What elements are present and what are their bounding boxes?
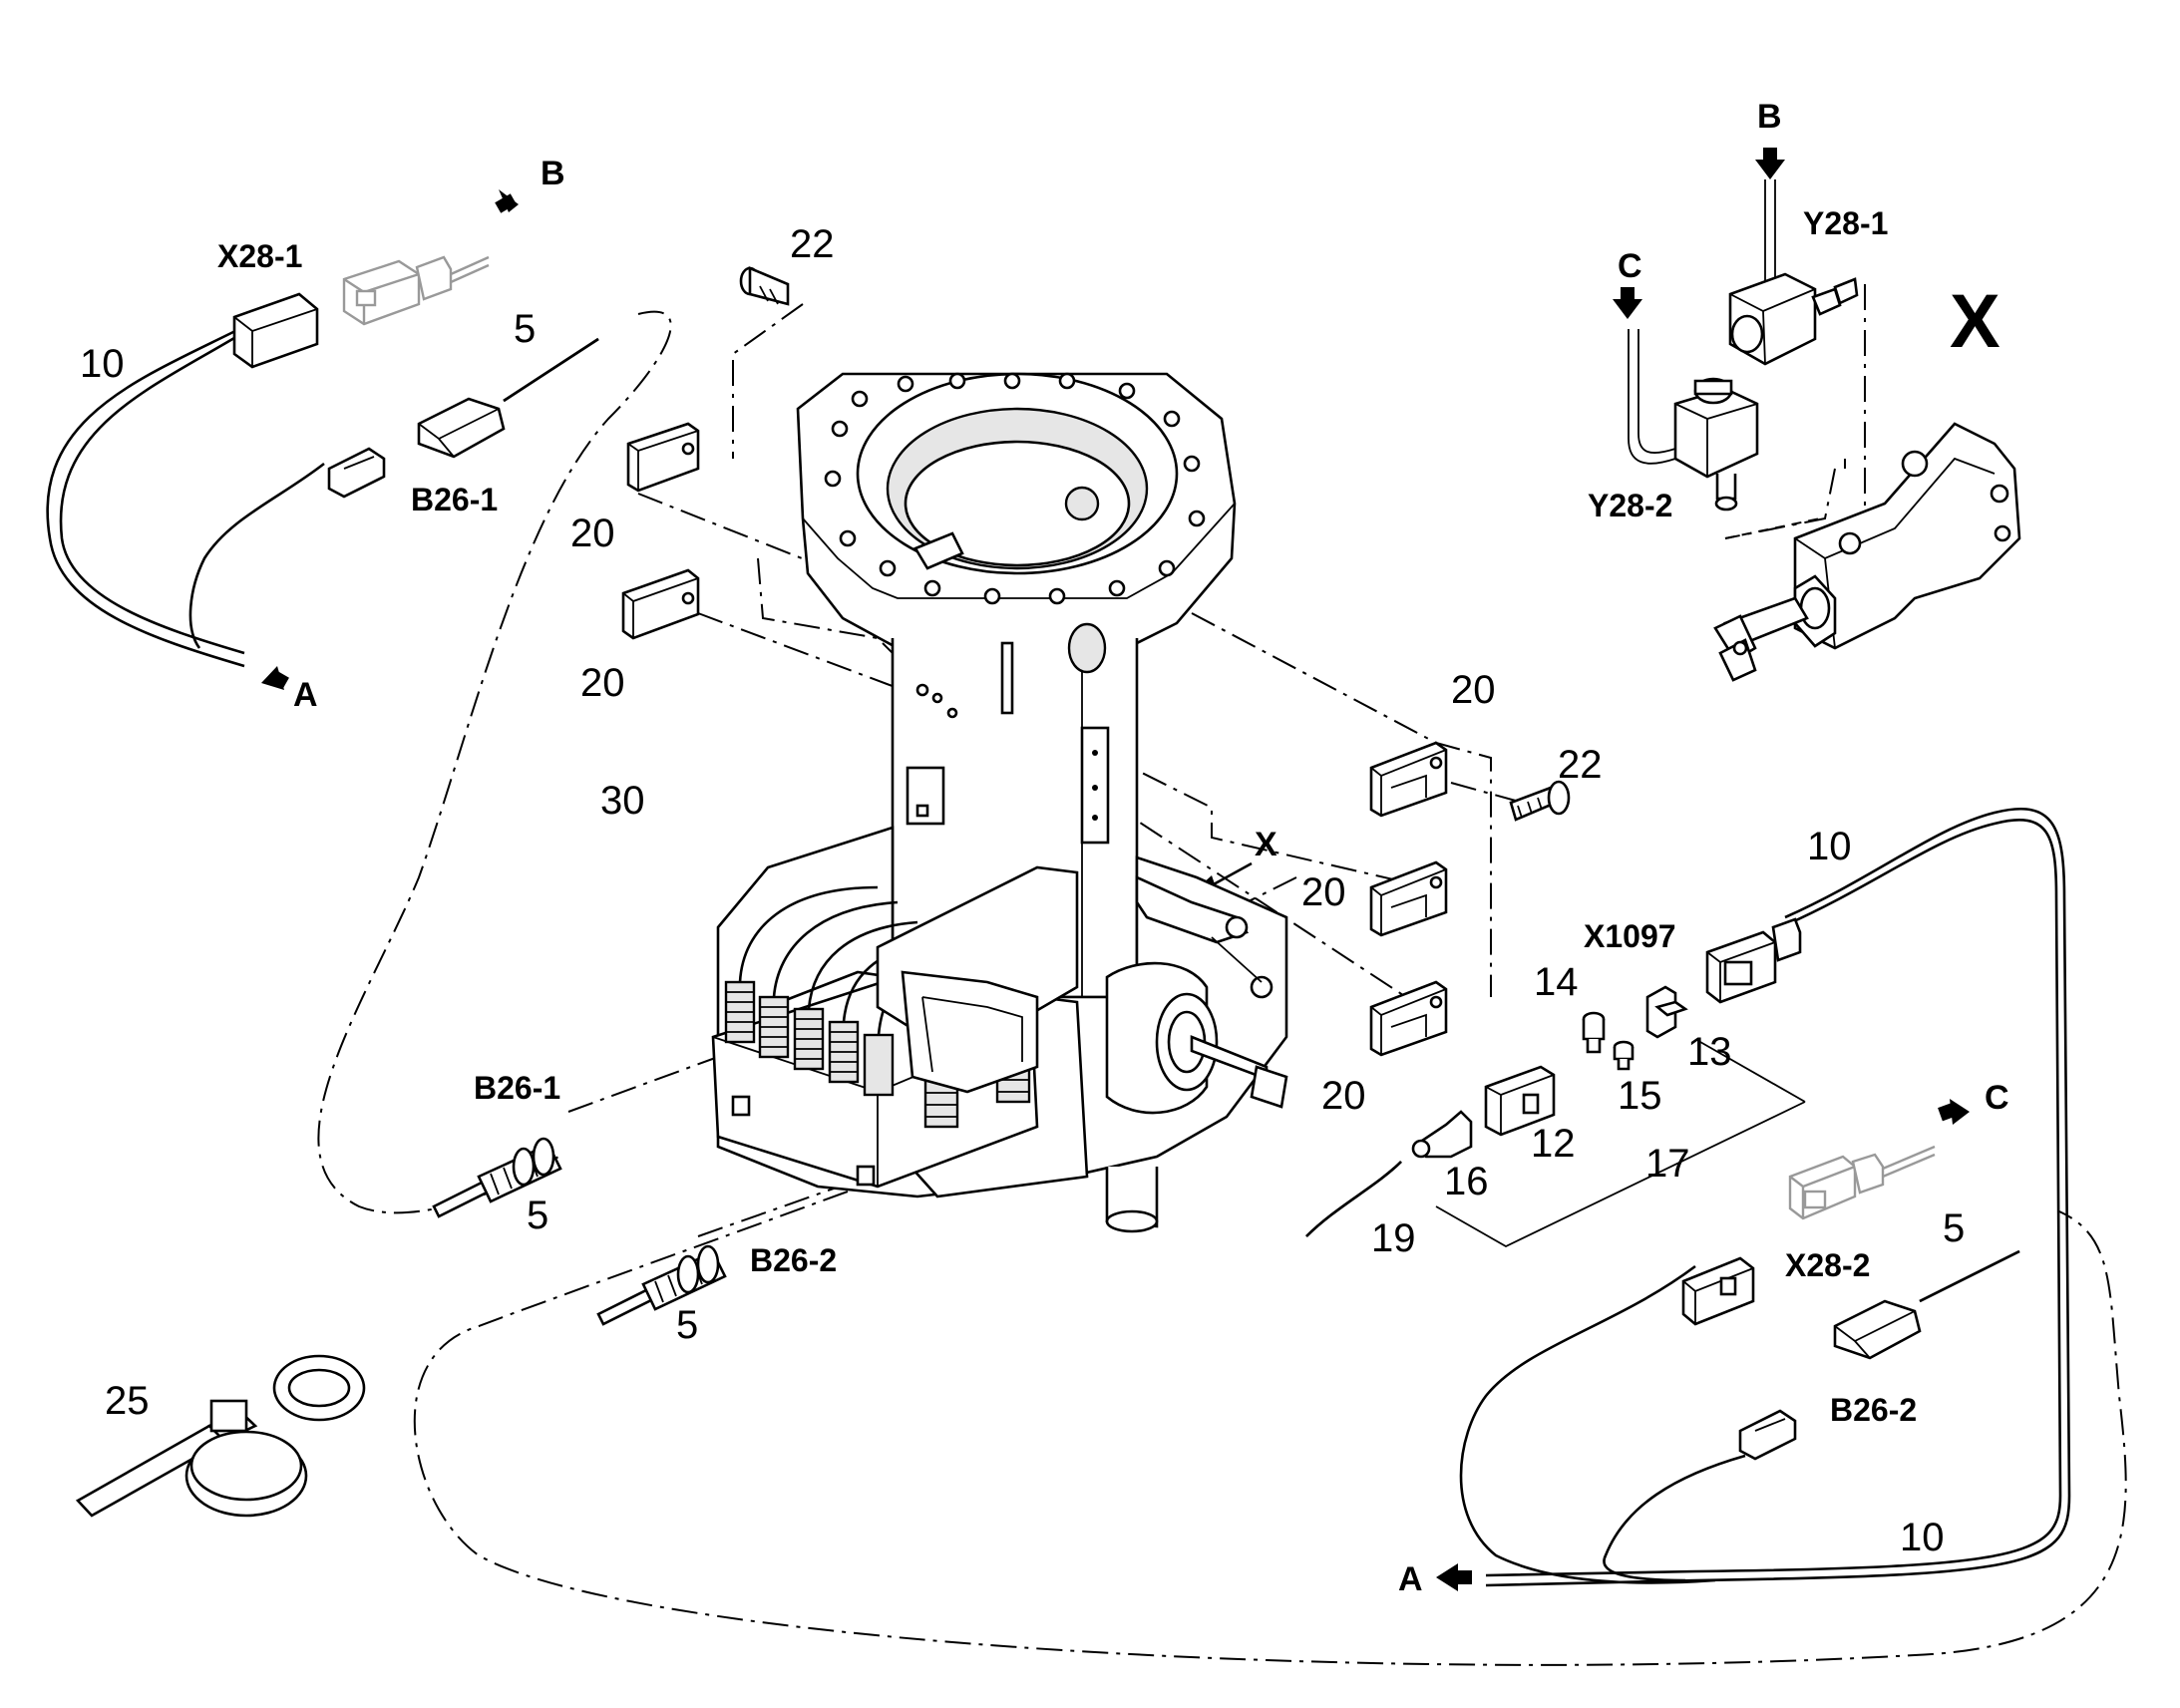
solenoid-valve-y28-2 [1628, 329, 1759, 512]
label-b26-1-sensor: B26-1 [474, 1070, 560, 1106]
connector-group-17 [1411, 985, 1806, 1248]
connector-x28-2 [1681, 1145, 1936, 1326]
connector-b26-2-right [1738, 1299, 1922, 1461]
item-5-right: 5 [1943, 1206, 1965, 1250]
item-10-right: 10 [1807, 825, 1852, 868]
item-13: 13 [1687, 1030, 1732, 1074]
text-labels: X28-1 10 5 B26-1 B A 22 20 20 30 B26-1 5… [80, 98, 2009, 1598]
label-x1097: X1097 [1584, 918, 1676, 954]
arrow-icon [1436, 1563, 1458, 1591]
label-arrow-a-top: A [293, 676, 318, 714]
cable-10-right [1485, 807, 2071, 1587]
solenoid-valve-y28-1 [1728, 179, 1859, 366]
item-14: 14 [1534, 960, 1579, 1004]
label-arrow-b-top: B [541, 155, 565, 192]
screw-22-top [739, 266, 790, 306]
item-20-a: 20 [570, 512, 615, 555]
connector-x1097 [1705, 917, 1802, 1004]
label-arrow-b-detail: B [1757, 98, 1782, 136]
item-19: 19 [1371, 1216, 1416, 1260]
item-15: 15 [1618, 1074, 1662, 1118]
routing-lines [317, 284, 2127, 1666]
label-detail-x: X [1950, 279, 2000, 364]
item-30: 30 [600, 779, 645, 823]
item-10-top-left: 10 [80, 342, 125, 386]
label-view-x: X [1255, 826, 1277, 863]
clip-20-left-upper [626, 422, 700, 493]
seal-16 [1411, 1110, 1473, 1159]
item-20-e: 20 [1321, 1074, 1366, 1118]
arrow-icon [1755, 160, 1785, 179]
connector-b26-1-top [327, 397, 506, 499]
label-arrow-c-detail: C [1618, 247, 1642, 285]
item-5-left: 5 [527, 1194, 548, 1237]
item-17: 17 [1645, 1142, 1690, 1186]
connector-12 [1484, 1065, 1556, 1137]
item-22-top: 22 [790, 222, 835, 266]
clip-20-left-lower [621, 568, 700, 640]
pin-14 [1582, 1011, 1606, 1054]
item-20-b: 20 [580, 661, 625, 705]
item-5-mid: 5 [676, 1303, 698, 1347]
item-5-top: 5 [514, 307, 536, 351]
label-arrow-a-bottom: A [1398, 1560, 1423, 1598]
item-16: 16 [1444, 1160, 1489, 1203]
detail-x [1628, 179, 2021, 682]
label-b26-1-top: B26-1 [411, 482, 498, 517]
label-x28-1: X28-1 [217, 238, 302, 274]
label-b26-2-right: B26-2 [1830, 1392, 1917, 1428]
sensor-b26-1 [432, 1137, 562, 1218]
arrow-icon [1950, 1099, 1970, 1125]
label-y28-2: Y28-2 [1588, 488, 1672, 523]
clip-20-right-2 [1369, 860, 1448, 937]
clip-20-right-3 [1369, 980, 1448, 1057]
label-b26-2-sensor: B26-2 [750, 1242, 837, 1278]
cable-10-top-left [46, 327, 245, 668]
cable-clamp-25 [75, 1354, 366, 1518]
connector-x28-1 [232, 255, 490, 369]
lock-13 [1645, 985, 1688, 1039]
label-y28-1: Y28-1 [1803, 205, 1888, 241]
item-12: 12 [1531, 1122, 1576, 1166]
pin-15 [1613, 1040, 1635, 1071]
item-20-d: 20 [1301, 870, 1346, 914]
item-22-right: 22 [1558, 743, 1603, 787]
sensor-b26-2 [596, 1244, 727, 1326]
screw-22-right [1509, 780, 1571, 822]
cables [46, 327, 2071, 1587]
arrow-icon [1613, 299, 1642, 319]
item-25: 25 [105, 1379, 150, 1423]
item-10-bottom: 10 [1900, 1516, 1945, 1559]
label-arrow-c-right: C [1985, 1079, 2009, 1117]
linkage-block [1713, 422, 2021, 682]
main-housing [711, 372, 1288, 1233]
label-x28-2: X28-2 [1785, 1247, 1870, 1283]
item-20-c: 20 [1451, 668, 1496, 712]
clip-20-right-1 [1369, 741, 1448, 818]
